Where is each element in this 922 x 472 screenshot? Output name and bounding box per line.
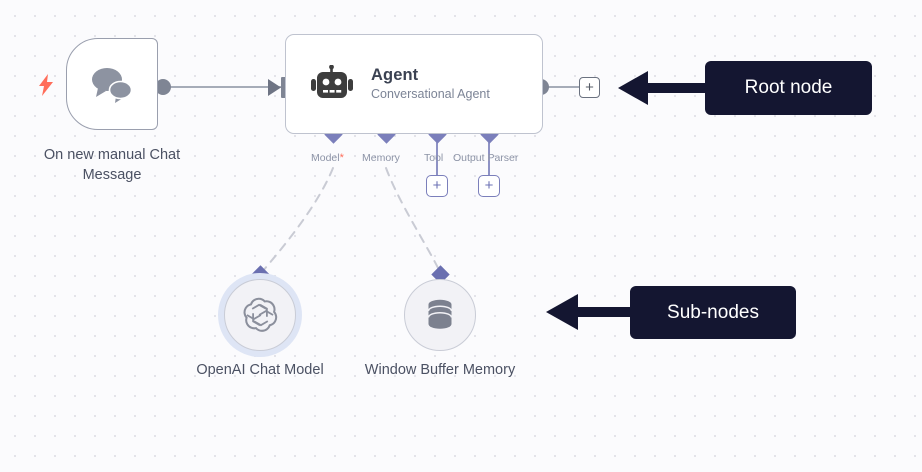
plus-icon: + (484, 177, 494, 194)
node-on-new-manual-chat-message[interactable] (66, 38, 158, 130)
annotation-root-node: Root node (705, 61, 872, 115)
arrow-sub-nodes (546, 294, 630, 330)
port-label-model-text: Model (311, 152, 340, 164)
chat-bubbles-icon (92, 68, 133, 103)
edge-model-to-openai (261, 167, 334, 273)
node-caption-trigger: On new manual Chat Message (43, 147, 181, 183)
lightning-bolt-icon (39, 74, 53, 96)
add-node-button-tool[interactable]: + (426, 175, 448, 197)
add-node-button-output-parser[interactable]: + (478, 175, 500, 197)
agent-title: Agent (371, 65, 419, 84)
plus-icon: + (585, 78, 594, 96)
port-label-memory: Memory (362, 152, 400, 164)
required-marker-model: * (339, 152, 344, 164)
openai-logo-icon (243, 297, 278, 332)
database-icon (427, 299, 453, 329)
node-caption-openai-chat-model: OpenAI Chat Model (196, 362, 324, 378)
add-node-button-output[interactable]: + (579, 77, 600, 98)
arrow-root-node (618, 71, 705, 105)
node-window-buffer-memory[interactable] (404, 279, 476, 351)
node-openai-chat-model[interactable] (224, 279, 296, 351)
port-label-output-parser: Output Parser (453, 152, 519, 164)
port-label-tool: Tool (424, 152, 444, 164)
plus-icon: + (432, 177, 442, 194)
robot-icon (311, 65, 353, 98)
subnode-port-diamonds (251, 265, 450, 284)
port-label-model: Model* (311, 152, 344, 164)
node-caption-window-buffer-memory: Window Buffer Memory (364, 362, 516, 378)
agent-input-arrow (268, 79, 281, 96)
annotation-sub-nodes: Sub-nodes (630, 286, 796, 339)
agent-subtitle: Conversational Agent (371, 86, 490, 101)
node-agent[interactable]: Agent Conversational Agent (285, 34, 543, 134)
